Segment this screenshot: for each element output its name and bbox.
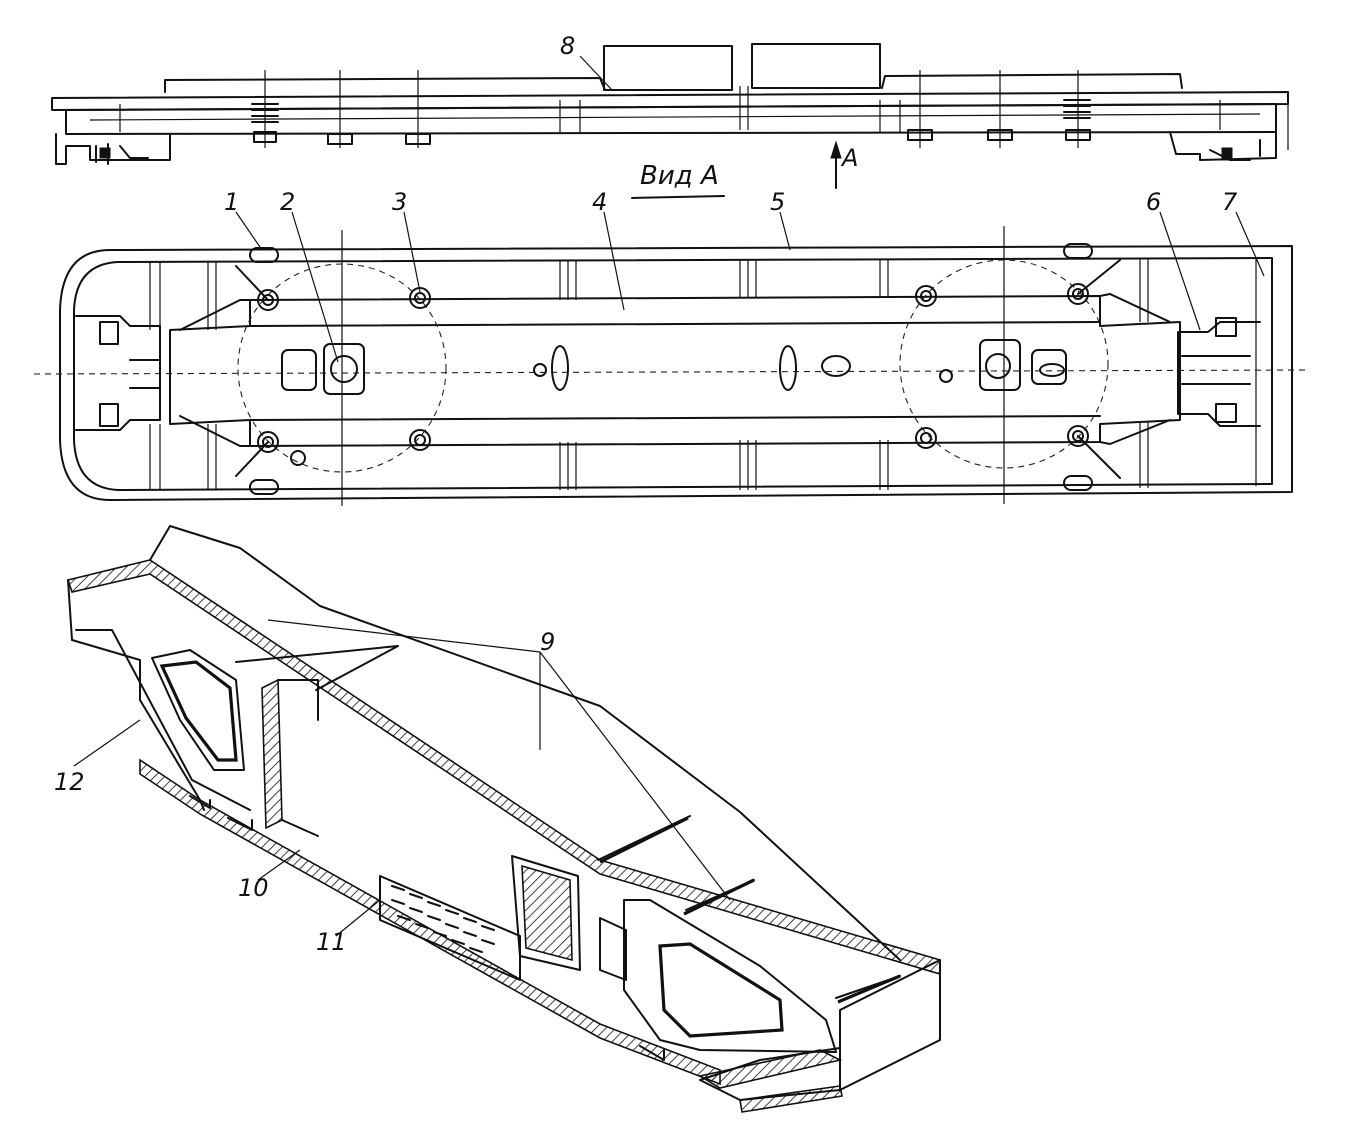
view-arrow-icon xyxy=(830,140,842,189)
view-title: Вид А xyxy=(640,161,719,191)
leader-lines-top xyxy=(235,55,1265,363)
callout-5: 5 xyxy=(770,188,785,216)
plan-view xyxy=(33,226,1311,506)
callout-7: 7 xyxy=(1222,188,1238,216)
callout-12: 12 xyxy=(54,768,85,796)
isometric-section xyxy=(66,525,941,1113)
callout-1: 1 xyxy=(224,188,239,216)
callout-6: 6 xyxy=(1146,188,1161,216)
callout-10: 10 xyxy=(238,874,269,902)
callout-4: 4 xyxy=(592,188,607,216)
callout-11: 11 xyxy=(316,928,347,956)
callout-labels: 1 2 3 4 5 6 7 8 9 10 11 12 xyxy=(54,32,1238,956)
leader-lines-bottom xyxy=(73,619,731,937)
view-arrow-letter: A xyxy=(840,144,858,172)
callout-9: 9 xyxy=(540,628,555,656)
callout-8: 8 xyxy=(560,32,575,60)
callout-2: 2 xyxy=(280,188,295,216)
side-view xyxy=(51,43,1289,165)
callout-3: 3 xyxy=(392,188,407,216)
